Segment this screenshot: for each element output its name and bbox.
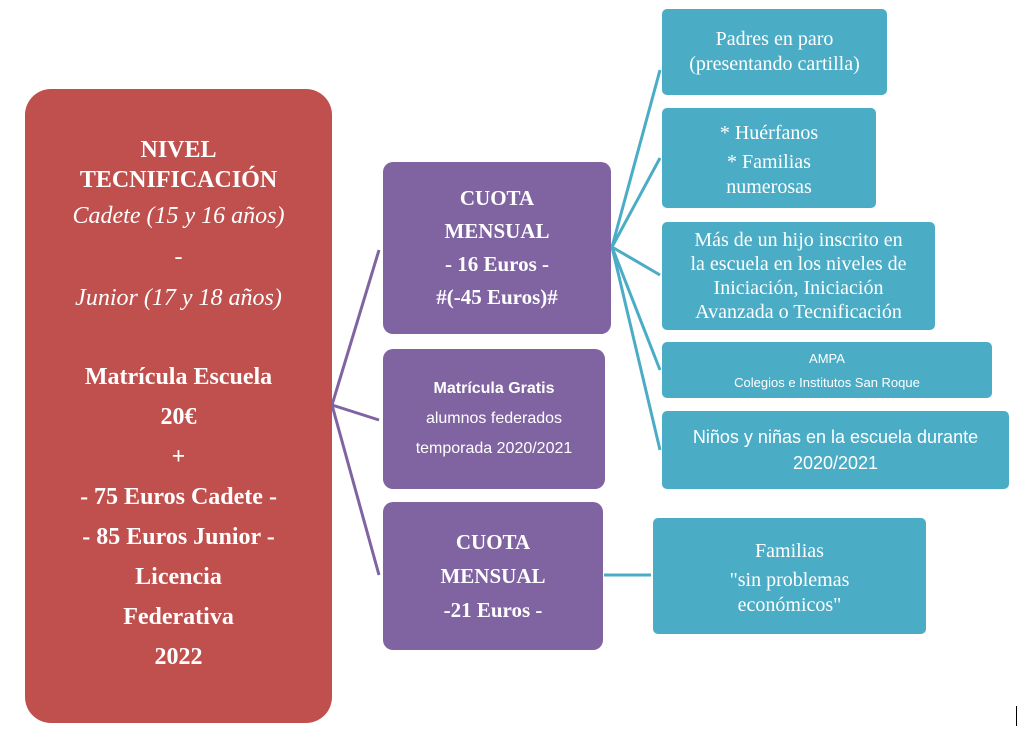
- familias-line1: Familias: [755, 539, 824, 562]
- familias-line2: "sin problemas: [729, 568, 850, 591]
- hermanos-line1: Más de un hijo inscrito en: [694, 229, 903, 251]
- cuota21-line1: CUOTA: [455, 530, 531, 554]
- ampa-line1: AMPA: [809, 351, 845, 366]
- hermanos-line4: Avanzada o Tecnificación: [695, 301, 902, 323]
- connector-main-matricula: [331, 403, 380, 422]
- cuota16-line1: CUOTA: [459, 186, 535, 210]
- huerfanos-familias-box: * Huérfanos * Familias numerosas: [662, 108, 876, 208]
- matricula-gratis-line3: temporada 2020/2021: [415, 440, 573, 457]
- licencia-year: 2022: [154, 644, 203, 670]
- connector-main-cuota16: [330, 249, 381, 406]
- main-title-line2: TECNIFICACIÓN: [79, 167, 278, 193]
- matricula-gratis-title: Matrícula Gratis: [433, 380, 555, 397]
- connector-cuota16-ampa: [610, 246, 662, 371]
- connector-main-cuota21: [330, 404, 381, 576]
- matricula-gratis-line2: alumnos federados: [425, 410, 563, 427]
- ninos-line1: Niños y niñas en la escuela durante: [692, 427, 979, 447]
- parados-line2: (presentando cartilla): [689, 53, 860, 75]
- federativa-label: Federativa: [123, 604, 234, 630]
- familias-sin-problemas-box: Familias "sin problemas económicos": [653, 518, 926, 634]
- cuota21-line2: MENSUAL: [440, 564, 546, 588]
- hermanos-line3: Iniciación, Iniciación: [713, 277, 884, 299]
- mas-de-un-hijo-box: Más de un hijo inscrito en la escuela en…: [662, 222, 935, 330]
- connector-cuota16-hermanos: [611, 245, 661, 277]
- huerfanos-line1: * Huérfanos: [719, 121, 819, 144]
- connector-cuota16-huerfanos: [610, 157, 662, 248]
- cadete-age-range: Cadete (15 y 16 años): [72, 203, 285, 229]
- connector-cuota16-ninos: [610, 246, 662, 451]
- matricula-label: Matrícula Escuela: [84, 364, 273, 390]
- ampa-line2: Colegios e Institutos San Roque: [734, 375, 920, 390]
- text-cursor: [1016, 706, 1017, 726]
- connector-cuota16-parados: [610, 69, 662, 248]
- matricula-price: 20€: [160, 404, 197, 430]
- familias-line3: económicos": [737, 593, 842, 616]
- cuota16-note: #(-45 Euros)#: [436, 285, 558, 309]
- parados-line1: Padres en paro: [715, 28, 834, 50]
- age-separator: -: [174, 244, 183, 270]
- hermanos-line2: la escuela en los niveles de: [690, 253, 907, 275]
- cuota16-price: - 16 Euros -: [444, 252, 550, 276]
- huerfanos-line2: * Familias: [727, 150, 811, 173]
- cuota-mensual-21-box: CUOTA MENSUAL -21 Euros -: [383, 502, 603, 650]
- ninos-en-la-escuela-box: Niños y niñas en la escuela durante 2020…: [662, 411, 1009, 489]
- padres-en-paro-box: Padres en paro (presentando cartilla): [662, 9, 887, 95]
- ampa-box: AMPA Colegios e Institutos San Roque: [662, 342, 992, 398]
- main-title-line1: NIVEL: [140, 137, 217, 163]
- cuota-mensual-16-box: CUOTA MENSUAL - 16 Euros - #(-45 Euros)#: [383, 162, 611, 334]
- cuota16-line2: MENSUAL: [444, 219, 550, 243]
- cadete-price: - 75 Euros Cadete -: [80, 484, 277, 510]
- licencia-label: Licencia: [135, 564, 222, 590]
- plus-sign: +: [171, 444, 186, 470]
- ninos-line2: 2020/2021: [792, 453, 879, 473]
- junior-age-range: Junior (17 y 18 años): [75, 285, 282, 311]
- cuota21-price: -21 Euros -: [443, 598, 543, 622]
- huerfanos-line3: numerosas: [726, 175, 812, 198]
- nivel-tecnificacion-box: NIVEL TECNIFICACIÓN Cadete (15 y 16 años…: [25, 89, 332, 723]
- junior-price: - 85 Euros Junior -: [82, 524, 275, 550]
- matricula-gratis-box: Matrícula Gratis alumnos federados tempo…: [383, 349, 605, 489]
